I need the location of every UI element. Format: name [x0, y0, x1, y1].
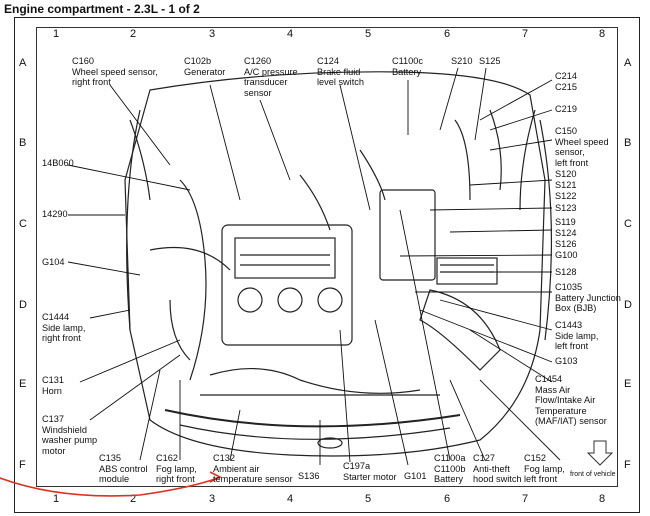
label-s210: S210: [451, 56, 473, 66]
front-of-vehicle-arrow-icon: [586, 440, 614, 466]
label-s121: S121: [555, 180, 577, 190]
col-label-bottom-2: 2: [130, 493, 137, 505]
diagram-frame: [36, 27, 618, 487]
label-c132: C132 Ambient air temperature sensor: [213, 453, 293, 484]
page-title: Engine compartment - 2.3L - 1 of 2: [4, 2, 200, 16]
col-label-top-5: 5: [365, 28, 372, 40]
col-label-bottom-7: 7: [522, 493, 529, 505]
label-c152: C152 Fog lamp, left front: [524, 453, 565, 484]
col-label-top-3: 3: [209, 28, 216, 40]
row-label-left-f: F: [19, 459, 26, 471]
label-c124: C124 Brake fluid level switch: [317, 56, 364, 87]
label-c1454: C1454 Mass Air Flow/Intake Air Temperatu…: [535, 374, 607, 426]
col-label-top-8: 8: [599, 28, 606, 40]
label-s125: S125: [479, 56, 501, 66]
row-label-left-d: D: [19, 299, 27, 311]
label-c150: C150 Wheel speed sensor, left front: [555, 126, 609, 168]
label-c219: C219: [555, 104, 577, 114]
row-label-right-e: E: [624, 378, 632, 390]
row-label-left-c: C: [19, 218, 27, 230]
col-label-bottom-4: 4: [287, 493, 294, 505]
label-c127: C127 Anti-theft hood switch: [473, 453, 522, 484]
row-label-right-b: B: [624, 137, 632, 149]
label-s136: S136: [298, 471, 320, 481]
label-c214: C214: [555, 71, 577, 81]
red-annotation-curve: [0, 477, 219, 497]
label-g100: G100: [555, 250, 578, 260]
label-s122: S122: [555, 191, 577, 201]
label-g104: G104: [42, 257, 65, 267]
label-c1035: C1035 Battery Junction Box (BJB): [555, 282, 621, 313]
col-label-bottom-6: 6: [444, 493, 451, 505]
row-label-left-e: E: [19, 378, 27, 390]
col-label-top-6: 6: [444, 28, 451, 40]
label-c1260: C1260 A/C pressure transducer sensor: [244, 56, 298, 98]
col-label-top-4: 4: [287, 28, 294, 40]
label-c1100c: C1100c Battery: [392, 56, 423, 77]
front-of-vehicle-label: front of vehicle: [570, 471, 616, 478]
row-label-left-b: B: [19, 137, 27, 149]
col-label-bottom-3: 3: [209, 493, 216, 505]
label-c137: C137 Windshield washer pump motor: [42, 414, 98, 456]
label-14b060: 14B060: [42, 158, 74, 168]
red-annotation-arrowhead-icon: [209, 471, 222, 483]
col-label-top-2: 2: [130, 28, 137, 40]
label-c131: C131 Horn: [42, 375, 64, 396]
label-s120: S120: [555, 169, 577, 179]
label-c102b: C102b Generator: [184, 56, 226, 77]
label-c197a: C197a Starter motor: [343, 461, 397, 482]
label-c215: C215: [555, 82, 577, 92]
label-g103: G103: [555, 356, 578, 366]
label-s128: S128: [555, 267, 577, 277]
col-label-top-7: 7: [522, 28, 529, 40]
col-label-top-1: 1: [53, 28, 60, 40]
row-label-right-d: D: [624, 299, 632, 311]
row-label-right-c: C: [624, 218, 632, 230]
row-label-right-f: F: [624, 459, 631, 471]
col-label-bottom-5: 5: [365, 493, 372, 505]
label-14290: 14290: [42, 209, 68, 219]
label-c1100ab: C1100a C1100b Battery: [434, 453, 466, 484]
label-s124: S124: [555, 228, 577, 238]
leader-lines: [67, 67, 561, 466]
col-label-bottom-8: 8: [599, 493, 606, 505]
label-c1444: C1444 Side lamp, right front: [42, 312, 86, 343]
label-s126: S126: [555, 239, 577, 249]
outer-frame: [14, 17, 640, 513]
label-c135: C135 ABS control module: [99, 453, 148, 484]
label-s119: S119: [555, 217, 576, 227]
vehicle-outline: [124, 71, 552, 457]
label-c160: C160 Wheel speed sensor, right front: [72, 56, 158, 87]
row-label-right-a: A: [624, 57, 632, 69]
row-label-left-a: A: [19, 57, 27, 69]
col-label-bottom-1: 1: [53, 493, 60, 505]
label-s123: S123: [555, 203, 577, 213]
label-c1443: C1443 Side lamp, left front: [555, 320, 599, 351]
label-g101: G101: [404, 471, 427, 481]
label-c162: C162 Fog lamp, right front: [156, 453, 197, 484]
